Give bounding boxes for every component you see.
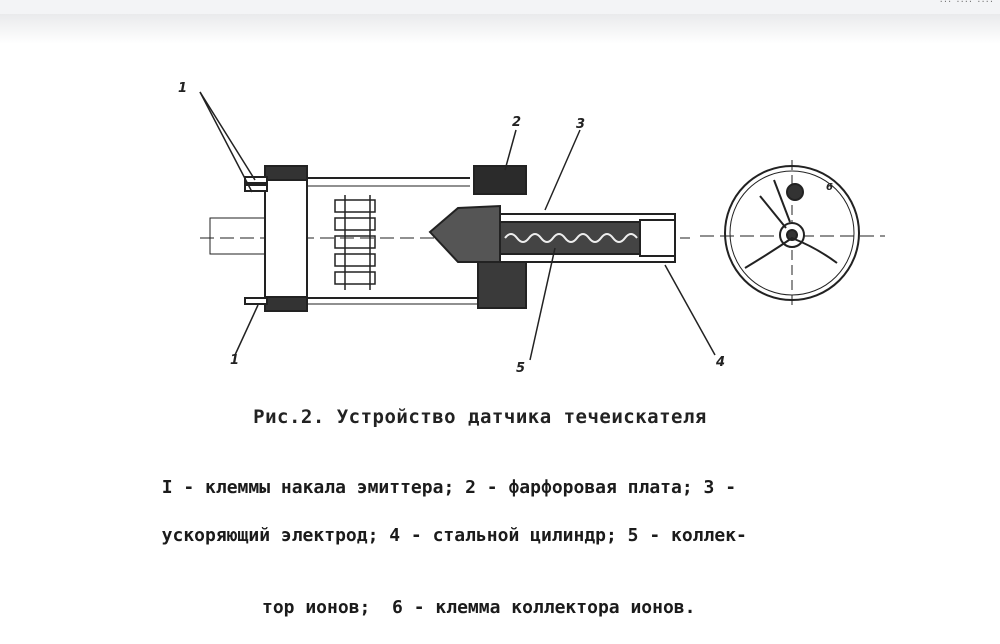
end-view-top-terminal [786, 183, 804, 201]
vanes [334, 195, 376, 290]
flange-top-terminal [264, 165, 308, 181]
figure-caption: Рис.2. Устройство датчика течеискателя [253, 406, 707, 428]
leader-5 [529, 247, 556, 361]
label-3: 3 [576, 117, 585, 132]
leader-1-b [199, 91, 253, 193]
label-5: 5 [516, 361, 525, 376]
left-flange [264, 171, 308, 307]
page-top-shadow [0, 14, 1000, 44]
leader-1-bottom [234, 304, 259, 356]
porcelain-plate-lower [477, 257, 527, 309]
end-view-lead-b [773, 179, 791, 223]
viewer-toolbar-text: ··· ···· ···· [939, 0, 994, 8]
leader-2 [504, 129, 517, 171]
left-shaft [209, 217, 271, 255]
label-4: 4 [715, 355, 725, 370]
leader-3 [544, 129, 581, 211]
emitter-terminal-top [244, 176, 268, 184]
label-1-top: 1 [178, 81, 187, 96]
legend-line-2: ускоряющий электрод; 4 - стальной цилинд… [140, 525, 747, 546]
end-view-lead-a [759, 195, 787, 229]
cone-housing [428, 204, 501, 263]
legend-line-1: I - клеммы накала эмиттера; 2 - фарфоров… [161, 477, 737, 498]
label-6: 6 [826, 182, 833, 193]
label-2: 2 [512, 115, 521, 130]
label-1-bottom: 1 [230, 353, 239, 368]
accelerating-electrode [499, 221, 641, 255]
flange-bottom-terminal [264, 296, 308, 312]
legend-line-3: тор ионов; 6 - клемма коллектора ионов. [262, 597, 696, 618]
sensor-drawing: 1 2 3 5 4 1 6 [178, 81, 885, 376]
end-view-center [786, 229, 798, 241]
cylinder-end [639, 219, 676, 257]
end-view-curve [744, 236, 838, 269]
coil [504, 233, 638, 243]
leader-1-a [199, 91, 256, 181]
figure-legend: I - клеммы накала эмиттера; 2 - фарфоров… [140, 452, 900, 644]
emitter-terminal-top2 [244, 184, 268, 192]
leader-4 [664, 264, 716, 356]
emitter-terminal-bottom [244, 297, 268, 305]
porcelain-plate [473, 165, 527, 195]
